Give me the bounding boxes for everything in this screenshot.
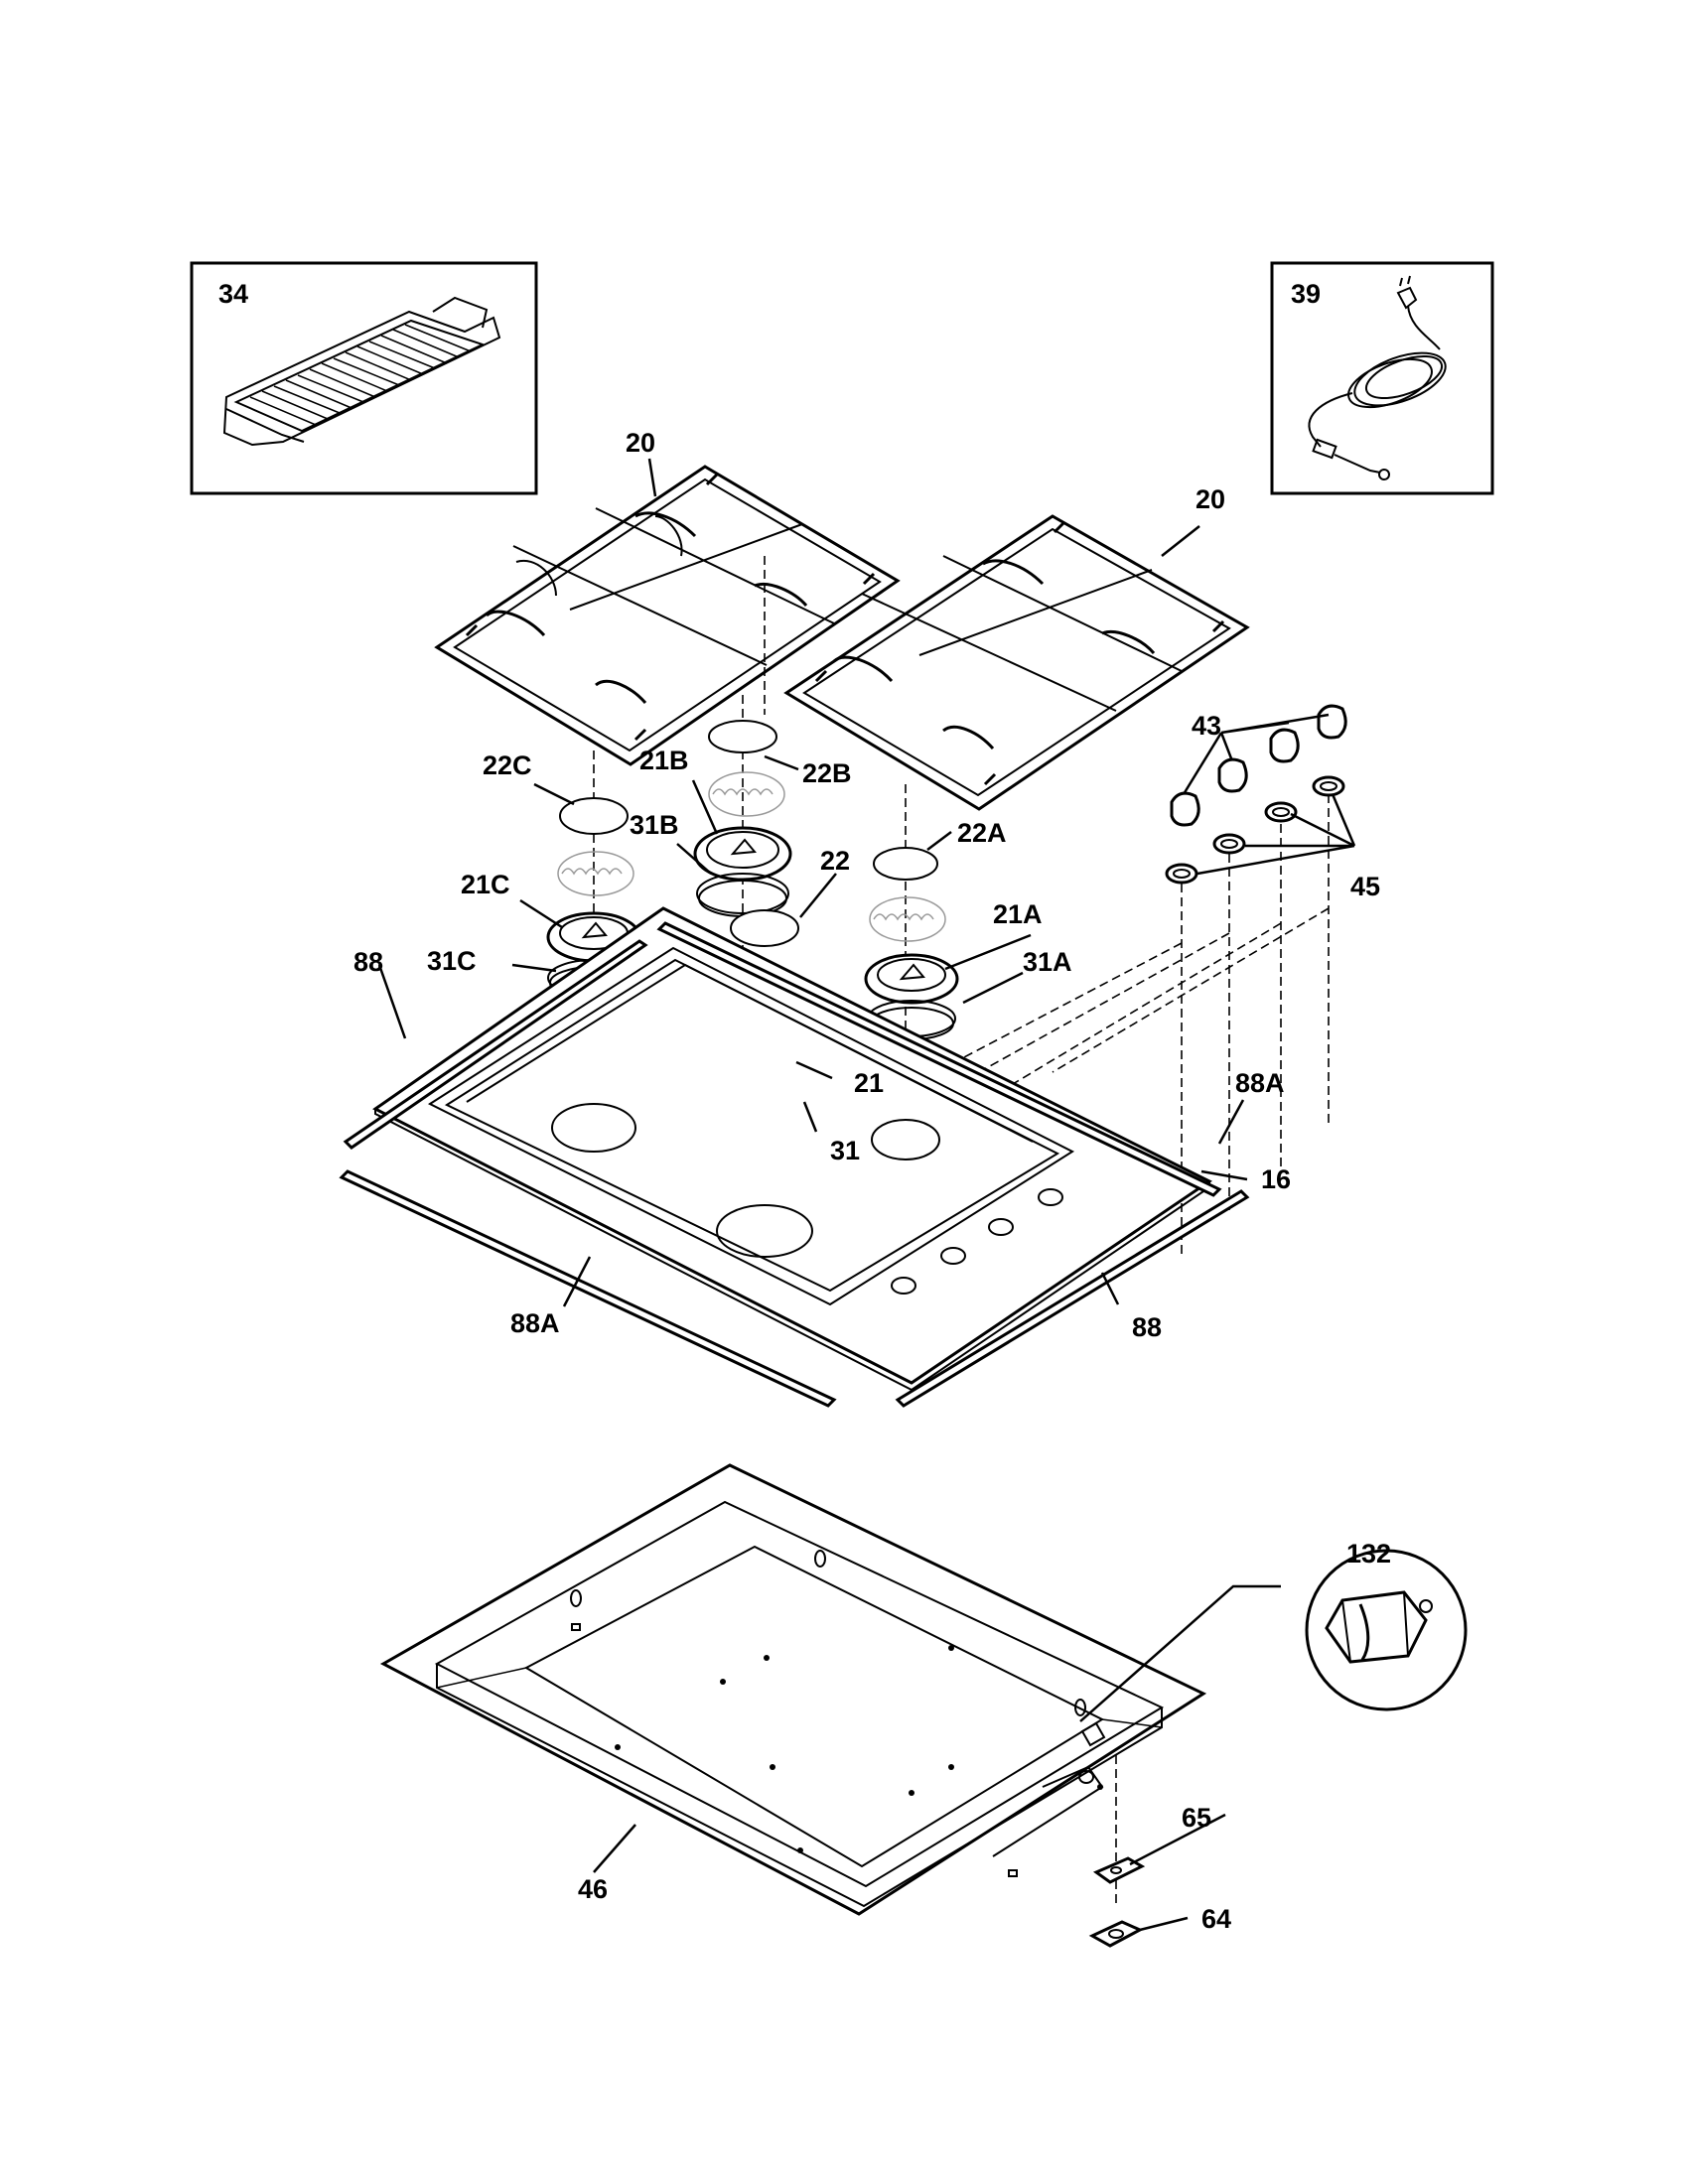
callout-64: 64 [1201, 1904, 1231, 1934]
callout-31c: 31C [427, 946, 477, 976]
callout-22b: 22B [802, 758, 852, 788]
callout-88-front: 88 [1132, 1312, 1162, 1342]
griddle-drawing [222, 296, 501, 447]
callout-22c: 22C [483, 751, 532, 780]
callout-45: 45 [1350, 872, 1380, 901]
power-cord-inset: 39 [1270, 261, 1494, 495]
callout-21c: 21C [461, 870, 510, 899]
griddle-inset: 34 [190, 261, 538, 495]
callout-31a: 31A [1023, 947, 1072, 977]
leader-lines [377, 458, 1356, 1932]
callout-88a-front: 88A [510, 1308, 560, 1338]
callout-31b: 31B [630, 810, 679, 840]
callout-39: 39 [1291, 279, 1321, 309]
callout-88a-right: 88A [1235, 1068, 1285, 1098]
callout-31: 31 [830, 1136, 860, 1165]
callout-132: 132 [1346, 1539, 1391, 1569]
callout-16: 16 [1261, 1164, 1291, 1194]
burner-grate-left [434, 465, 901, 766]
orifice-holder-detail [1305, 1549, 1468, 1711]
callout-46: 46 [578, 1874, 608, 1904]
callout-20-left: 20 [626, 428, 655, 458]
burner-grate-right [783, 514, 1250, 811]
callout-65: 65 [1182, 1803, 1211, 1833]
callout-88-left: 88 [353, 947, 383, 977]
gasket-and-plate [1088, 1856, 1146, 1948]
callout-21: 21 [854, 1068, 884, 1098]
burner-box [379, 1463, 1207, 1916]
control-knobs [1170, 704, 1347, 827]
callout-20-right: 20 [1196, 484, 1225, 514]
callout-34: 34 [218, 279, 248, 309]
callout-43: 43 [1192, 711, 1221, 741]
callout-22a: 22A [957, 818, 1007, 848]
knob-bezels [1165, 775, 1345, 885]
power-cord-drawing [1308, 275, 1447, 480]
callout-labels: 20 20 22C 22B 21B 31B 22A 22 21C 21A 31C… [353, 428, 1391, 1934]
cooktop-main-top [372, 906, 1212, 1392]
trim-strips [339, 921, 1250, 1408]
callout-21b: 21B [639, 746, 689, 775]
callout-22: 22 [820, 846, 850, 876]
callout-21a: 21A [993, 899, 1043, 929]
